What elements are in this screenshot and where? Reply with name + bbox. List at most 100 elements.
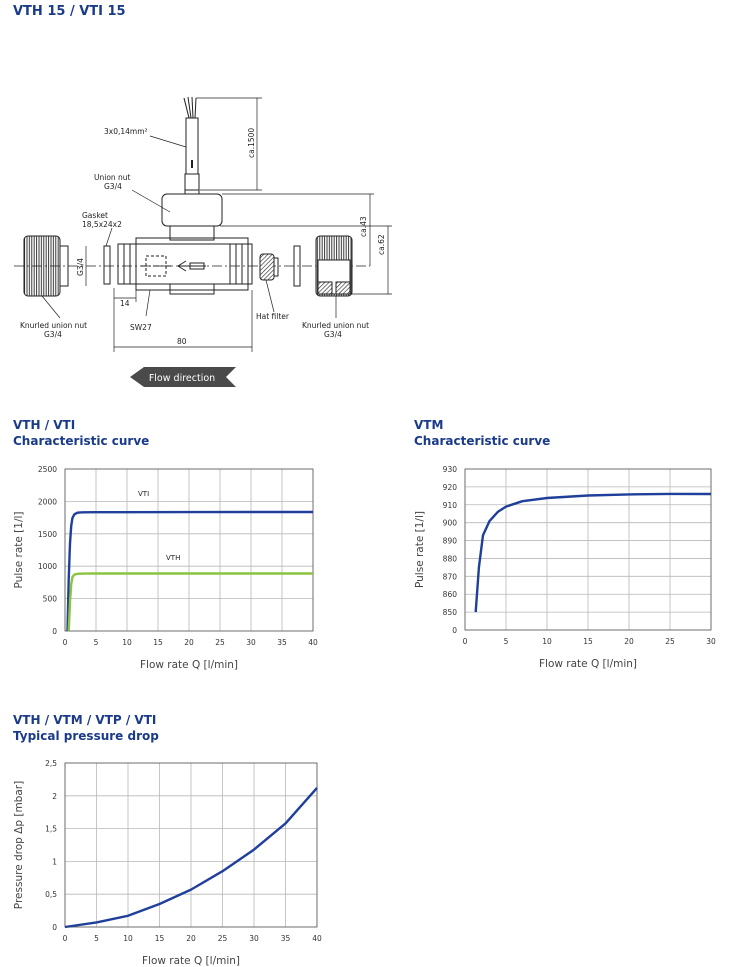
plot-frame bbox=[464, 468, 712, 631]
gasket bbox=[103, 245, 111, 285]
x-tick-label: 0 bbox=[63, 638, 68, 647]
chart1-heading: VTH / VTI Characteristic curve bbox=[13, 417, 149, 449]
chart1-heading-line2: Characteristic curve bbox=[13, 434, 150, 448]
x-tick-label: 30 bbox=[246, 638, 256, 647]
hat-filter bbox=[259, 245, 301, 287]
chart1-heading-line1: VTH / VTI bbox=[13, 418, 76, 432]
y-tick-label: 930 bbox=[443, 465, 458, 474]
series-line-0 bbox=[474, 492, 712, 613]
knurled-left-label: Knurled union nut bbox=[20, 321, 87, 330]
thread-left-label: G3/4 bbox=[76, 258, 85, 276]
x-tick-label: 15 bbox=[155, 934, 165, 943]
x-tick-label: 35 bbox=[277, 638, 287, 647]
x-tick-label: 15 bbox=[583, 637, 593, 646]
knurled-right-label: Knurled union nut bbox=[302, 321, 369, 330]
y-tick-label: 0 bbox=[52, 923, 57, 932]
dim-14-label: 14 bbox=[120, 299, 130, 308]
y-axis-label: Pulse rate [1/l] bbox=[414, 511, 426, 588]
chart2-heading-line2: Characteristic curve bbox=[414, 434, 551, 448]
x-tick-label: 10 bbox=[542, 637, 552, 646]
gasket-label: Gasket bbox=[82, 211, 108, 220]
y-tick-label: 0 bbox=[452, 626, 457, 635]
chart3-heading-line1: VTH / VTM / VTP / VTI bbox=[13, 713, 157, 727]
knurled-nut-right bbox=[315, 235, 353, 297]
plot-frame bbox=[64, 762, 318, 928]
x-tick-label: 0 bbox=[463, 637, 468, 646]
chart2-heading: VTM Characteristic curve bbox=[414, 417, 550, 449]
x-tick-label: 40 bbox=[312, 934, 322, 943]
y-tick-label: 900 bbox=[443, 519, 458, 528]
chart-1: 0 5 10 15 20 25 30 0 850 860 870 880 890 900 910 920 930… bbox=[414, 465, 716, 670]
x-tick-label: 30 bbox=[706, 637, 716, 646]
chart3-heading: VTH / VTM / VTP / VTI Typical pressure d… bbox=[13, 712, 159, 744]
x-tick-label: 5 bbox=[94, 638, 99, 647]
cable-label: 3x0,14mm² bbox=[104, 127, 148, 136]
y-tick-label: 1,5 bbox=[45, 825, 57, 834]
y-tick-label: 0 bbox=[52, 627, 57, 636]
technical-drawing: 3x0,14mm² ca.1500 Union nut G3/4 Gasket … bbox=[14, 96, 392, 387]
y-tick-label: 890 bbox=[443, 537, 458, 546]
page-title: VTH 15 / VTI 15 bbox=[13, 4, 126, 19]
y-tick-label: 920 bbox=[443, 483, 458, 492]
dim-sw27-label: SW27 bbox=[130, 323, 152, 332]
x-axis-label: Flow rate Q [l/min] bbox=[142, 955, 240, 967]
x-axis-label: Flow rate Q [l/min] bbox=[140, 659, 238, 671]
y-tick-label: 0,5 bbox=[45, 890, 57, 899]
x-tick-label: 35 bbox=[281, 934, 291, 943]
x-tick-label: 0 bbox=[63, 934, 68, 943]
x-tick-label: 10 bbox=[122, 638, 132, 647]
y-tick-label: 1 bbox=[52, 857, 57, 866]
y-tick-label: 2000 bbox=[38, 497, 57, 506]
y-axis-label: Pulse rate [1/l] bbox=[13, 512, 25, 589]
height-62-label: ca.62 bbox=[377, 234, 386, 255]
knurled-left-thread-label: G3/4 bbox=[44, 330, 62, 339]
gasket-size-label: 18,5x24x2 bbox=[82, 220, 122, 229]
x-tick-label: 20 bbox=[184, 638, 194, 647]
y-tick-label: 2,5 bbox=[45, 759, 57, 768]
y-tick-label: 2500 bbox=[38, 465, 57, 474]
y-tick-label: 870 bbox=[443, 572, 458, 581]
y-tick-label: 500 bbox=[43, 595, 58, 604]
union-nut-thread-label: G3/4 bbox=[104, 182, 122, 191]
y-tick-label: 910 bbox=[443, 501, 458, 510]
y-tick-label: 850 bbox=[443, 608, 458, 617]
y-tick-label: 880 bbox=[443, 554, 458, 563]
series-line-1 bbox=[67, 572, 313, 632]
y-tick-label: 2 bbox=[52, 792, 57, 801]
chart3-heading-line2: Typical pressure drop bbox=[13, 729, 159, 743]
hat-filter-label: Hat filter bbox=[256, 312, 290, 321]
sensor-body bbox=[117, 225, 253, 295]
y-tick-label: 860 bbox=[443, 590, 458, 599]
cable bbox=[183, 96, 200, 195]
x-axis-label: Flow rate Q [l/min] bbox=[539, 658, 637, 670]
x-tick-label: 20 bbox=[624, 637, 634, 646]
x-tick-label: 5 bbox=[504, 637, 509, 646]
dim-80-label: 80 bbox=[177, 337, 187, 346]
dimensions bbox=[41, 97, 392, 352]
series-label: VTI bbox=[138, 490, 149, 498]
flow-direction-label: Flow direction bbox=[149, 373, 215, 384]
series-label: VTH bbox=[166, 554, 180, 562]
plot-frame bbox=[64, 468, 314, 632]
y-axis-label: Pressure drop Δp [mbar] bbox=[13, 781, 25, 909]
x-tick-label: 20 bbox=[186, 934, 196, 943]
union-nut-top bbox=[161, 193, 223, 227]
x-tick-label: 25 bbox=[218, 934, 228, 943]
x-tick-label: 40 bbox=[308, 638, 318, 647]
flow-direction-indicator: Flow direction bbox=[130, 367, 236, 387]
x-tick-label: 10 bbox=[123, 934, 133, 943]
knurled-right-thread-label: G3/4 bbox=[324, 330, 342, 339]
x-tick-label: 25 bbox=[665, 637, 675, 646]
series-line-0 bbox=[66, 510, 313, 632]
union-nut-label: Union nut bbox=[94, 173, 131, 182]
cable-length-label: ca.1500 bbox=[247, 128, 256, 158]
x-tick-label: 30 bbox=[249, 934, 259, 943]
height-43-label: ca.43 bbox=[359, 216, 368, 237]
y-tick-label: 1500 bbox=[38, 530, 57, 539]
x-tick-label: 5 bbox=[94, 934, 99, 943]
chart2-heading-line1: VTM bbox=[414, 418, 444, 432]
y-tick-label: 1000 bbox=[38, 562, 57, 571]
series-line-0 bbox=[64, 787, 318, 929]
